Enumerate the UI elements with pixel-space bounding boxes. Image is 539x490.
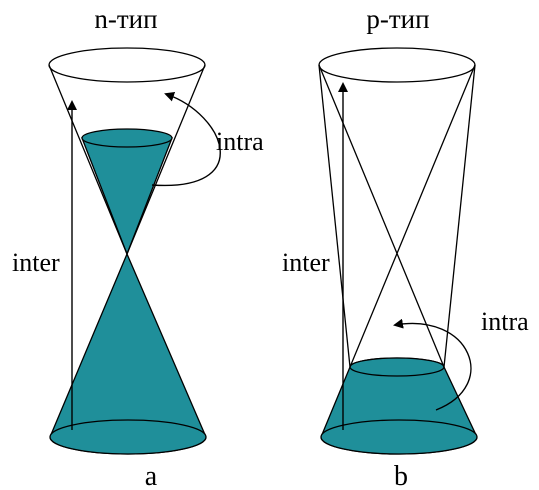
- diagram-n-type: n-тип inter intra a: [12, 4, 264, 490]
- intra-label: intra: [216, 127, 264, 156]
- frustum-base: [320, 419, 478, 455]
- inter-label: inter: [282, 248, 330, 277]
- diagram-p-type: p-тип inter intra b: [282, 4, 529, 490]
- frustum-top: [349, 357, 445, 377]
- intra-label: intra: [481, 307, 529, 336]
- diagram-title: p-тип: [366, 4, 429, 34]
- lower-cone-base: [49, 419, 207, 455]
- filled-upper-cone: [81, 137, 173, 256]
- inter-label: inter: [12, 248, 60, 277]
- diagram-title: n-тип: [94, 4, 157, 34]
- intra-arrow: [393, 318, 472, 411]
- upper-cone-fill-top: [81, 128, 173, 148]
- cone-outline: [318, 47, 476, 368]
- upper-cone-outline: [48, 47, 206, 255]
- diagram-sublabel: b: [394, 461, 408, 490]
- diagram-sublabel: a: [145, 461, 158, 490]
- intra-arrow: [151, 91, 221, 187]
